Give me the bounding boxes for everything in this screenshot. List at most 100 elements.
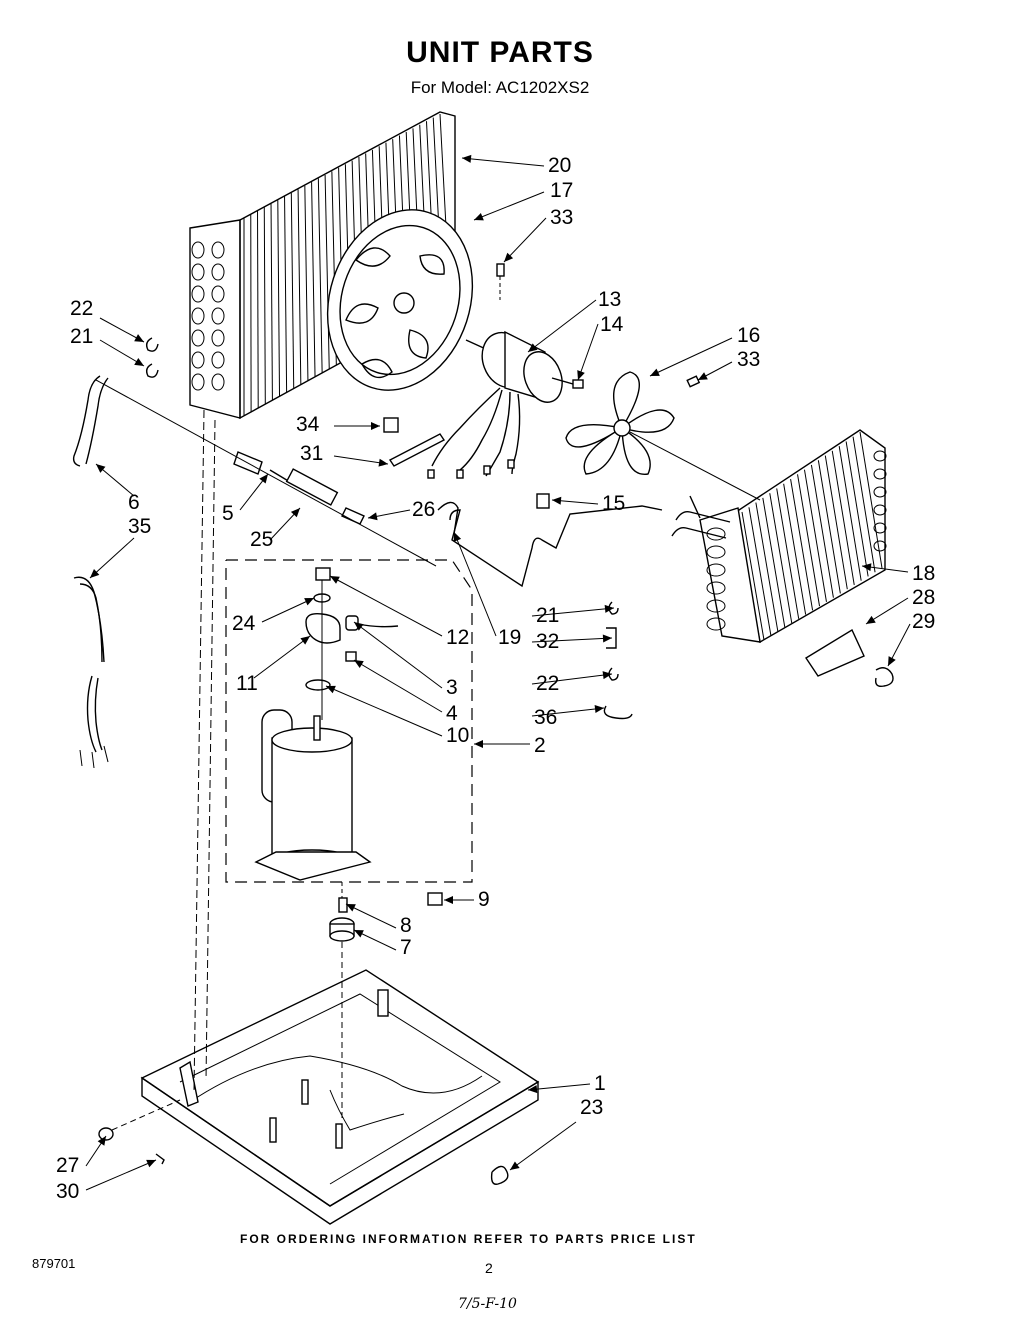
condenser-tube-end <box>211 307 225 325</box>
evaporator-fin <box>803 469 827 602</box>
leader-arrowhead <box>346 904 356 912</box>
compressor-mounts <box>329 882 443 1120</box>
callout-26: 26 <box>412 498 435 521</box>
callout-5: 5 <box>222 502 234 525</box>
callout-leaders <box>85 154 911 1191</box>
callout-1: 1 <box>594 1072 606 1095</box>
callout-14: 14 <box>600 313 624 336</box>
callout-28: 28 <box>912 586 935 609</box>
callout-12: 12 <box>446 626 469 649</box>
callout-29: 29 <box>912 610 935 633</box>
condenser-tube-end <box>211 351 225 369</box>
leader-arrowhead <box>326 685 336 694</box>
condenser-tube-end <box>211 241 225 259</box>
evaporator-fin <box>776 488 800 619</box>
evaporator-fin <box>817 460 841 594</box>
callout-27: 27 <box>56 1154 79 1177</box>
evaporator-fin <box>783 483 807 615</box>
leader-arrowhead <box>300 636 310 645</box>
evaporator-coil <box>671 429 887 644</box>
leader-arrowhead <box>368 512 378 521</box>
callout-31: 31 <box>300 442 323 465</box>
callout-9: 9 <box>478 888 490 911</box>
condenser-tube-end <box>211 263 225 281</box>
condenser-fin <box>277 200 281 397</box>
evaporator-tube-end <box>706 545 726 559</box>
leader-arrowhead <box>134 357 144 366</box>
callout-22: 22 <box>70 297 93 320</box>
leader-arrowhead <box>90 568 100 578</box>
leader-arrowhead <box>146 1159 156 1168</box>
condenser-fin <box>257 210 259 409</box>
callout-16: 16 <box>737 324 760 347</box>
leader-line <box>503 217 547 263</box>
evaporator-fin <box>810 464 834 598</box>
callout-8: 8 <box>400 914 412 937</box>
condenser-fin <box>263 207 266 405</box>
condenser-tube-end <box>191 307 205 325</box>
evaporator-fin <box>852 436 876 573</box>
callout-13: 13 <box>598 288 621 311</box>
evaporator-fin <box>762 497 786 628</box>
leader-arrowhead <box>371 422 380 430</box>
callout-30: 30 <box>56 1180 79 1203</box>
page-title: UNIT PARTS <box>406 36 594 69</box>
leader-line <box>325 685 443 737</box>
evaporator-fin <box>797 474 821 607</box>
evaporator-fin <box>769 493 793 624</box>
leader-arrowhead <box>290 508 300 518</box>
leader-arrowhead <box>594 705 604 713</box>
condenser-tube-end <box>191 351 205 369</box>
evaporator-fin <box>838 446 862 581</box>
leader-line <box>453 531 497 637</box>
evaporator-tube-end <box>873 486 887 498</box>
callout-36: 36 <box>534 706 557 729</box>
leader-line <box>333 455 389 465</box>
base-pan <box>140 409 540 1225</box>
leader-line <box>527 299 597 353</box>
callout-32: 32 <box>536 630 559 653</box>
refrigerant-tubing <box>72 375 663 588</box>
leader-arrowhead <box>650 368 660 376</box>
leader-arrowhead <box>888 656 896 666</box>
evaporator-tube-end <box>873 450 887 462</box>
leader-line <box>89 537 135 579</box>
loose-hardware <box>98 337 894 1185</box>
leader-line <box>509 1121 577 1171</box>
callout-35: 35 <box>128 515 151 538</box>
callout-19: 19 <box>498 626 521 649</box>
leader-line <box>329 575 443 637</box>
callout-21b: 21 <box>536 604 559 627</box>
condenser-fin <box>270 203 273 401</box>
power-cord <box>73 576 109 769</box>
leader-line <box>85 1159 157 1191</box>
callout-17: 17 <box>550 179 573 202</box>
leader-arrowhead <box>862 563 872 572</box>
leader-arrowhead <box>510 1161 520 1170</box>
condenser-tube-end <box>191 241 205 259</box>
evaporator-tube-end <box>873 468 887 480</box>
leader-arrowhead <box>444 896 453 904</box>
leader-arrowhead <box>97 1136 106 1146</box>
callout-24: 24 <box>232 612 256 635</box>
callout-2: 2 <box>534 734 546 757</box>
callout-labels: 20 17 33 13 14 16 33 22 21 34 31 6 35 5 … <box>56 154 935 1203</box>
evaporator-tube-end <box>706 617 726 631</box>
leader-arrowhead <box>453 532 462 542</box>
leader-line <box>531 673 613 685</box>
condenser-fin <box>317 178 323 373</box>
leader-arrowhead <box>354 660 364 669</box>
leader-arrowhead <box>602 634 612 643</box>
leader-arrowhead <box>866 615 876 624</box>
condenser-fin <box>304 185 309 381</box>
leader-arrowhead <box>462 154 472 163</box>
callout-11: 11 <box>236 672 258 695</box>
leader-arrowhead <box>504 252 514 262</box>
condenser-tube-end <box>191 373 205 391</box>
screw-top <box>496 263 505 300</box>
leader-arrowhead <box>602 671 612 680</box>
leader-arrowhead <box>552 496 562 505</box>
ordering-information-note: FOR ORDERING INFORMATION REFER TO PARTS … <box>240 1232 697 1246</box>
condenser-tube-end <box>211 329 225 347</box>
